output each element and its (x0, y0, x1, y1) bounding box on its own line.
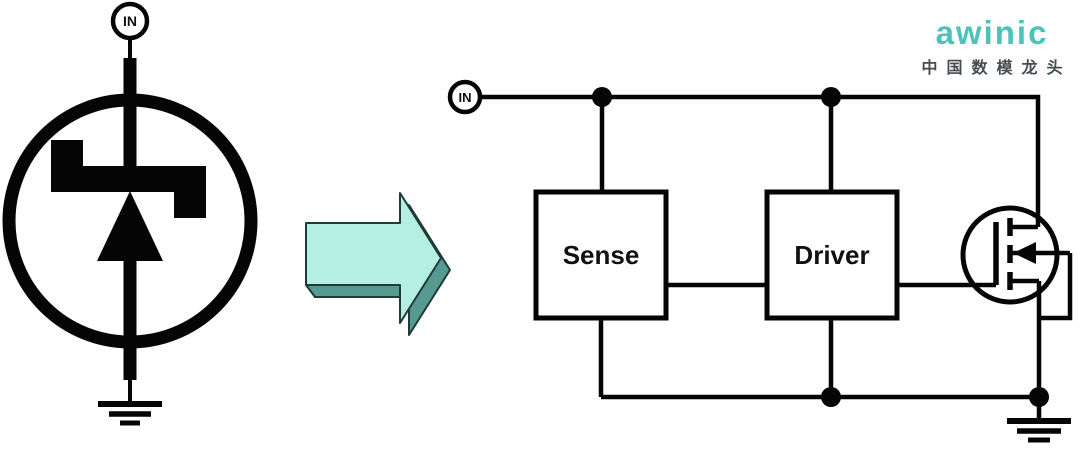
transform-arrow-icon (305, 192, 451, 336)
diagram-in-terminal-circle (447, 79, 483, 115)
mosfet-body-arrow (1013, 242, 1036, 264)
arrow-bottom-face (305, 284, 410, 298)
tvs-cathode-lead (123, 58, 137, 192)
mosfet-body-to-source-wire (1039, 253, 1073, 321)
tvs-anode-lead (123, 261, 137, 380)
diagram-in-terminal-label: IN (459, 90, 472, 105)
driver-block-label: Driver (794, 240, 869, 270)
sense-block-label: Sense (563, 240, 640, 270)
ground-icon (1007, 397, 1071, 443)
brand-name: awinic (935, 14, 1049, 51)
tvs-cathode-bar (51, 140, 206, 218)
junction-dot (821, 387, 841, 407)
brand-logo: awinic 中国数模龙头 (912, 16, 1072, 78)
driver-block (764, 189, 900, 321)
block-diagram: Sense Driver IN (447, 79, 1073, 443)
top-rail-wire (481, 94, 1041, 227)
arrow-front-face (305, 192, 442, 324)
tvs-symbol: IN (2, 1, 258, 426)
brand-tagline: 中国数模龙头 (921, 60, 1072, 77)
junction-dot (821, 87, 841, 107)
junction-dot (592, 87, 612, 107)
mosfet-icon (993, 218, 1073, 397)
tvs-anode-triangle (97, 191, 163, 261)
ground-icon (98, 401, 162, 426)
tvs-in-terminal-label: IN (123, 13, 137, 29)
